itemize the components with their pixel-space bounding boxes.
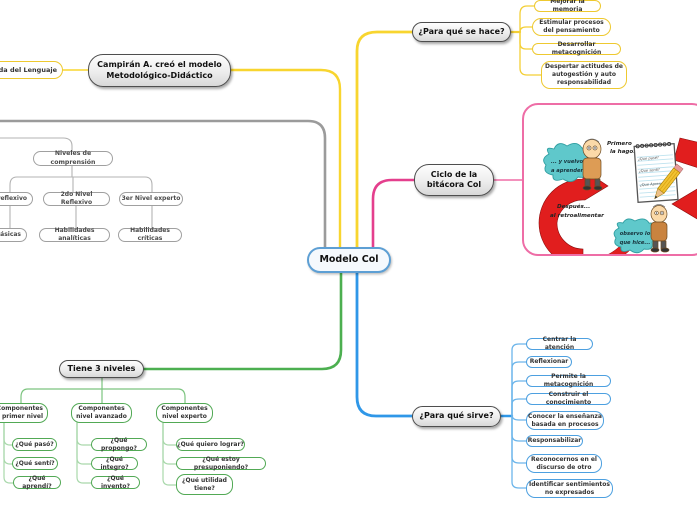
trunk-ciclo: [371, 178, 416, 251]
red-arrow-left: [538, 167, 609, 254]
svg-text:a aprender: a aprender: [550, 168, 583, 174]
svg-text:que hice...: que hice...: [619, 240, 650, 246]
trunk-hace: [355, 30, 414, 251]
speech-bubble-observe: observo lo que hice...: [613, 218, 657, 253]
node-para-que-se-hace[interactable]: ¿Para qué se hace?: [412, 22, 511, 42]
node-creator[interactable]: Campirán A. creó el modelo Metodológico-…: [88, 54, 231, 87]
node-sirve-child[interactable]: Conocer la enseñanza basada en procesos: [526, 411, 604, 430]
node-hace-child[interactable]: Despertar actitudes de autogestión y aut…: [541, 61, 627, 89]
node-sirve-child[interactable]: Reflexionar: [526, 356, 572, 368]
pencil: [653, 163, 683, 200]
node-componentes-nivel-experto[interactable]: Componentes nivel experto: [156, 403, 213, 423]
svg-text:¿Que Aprendí?: ¿Que Aprendí?: [639, 181, 666, 187]
bitacora-cycle-illustration: ... y vuelvo a aprender Primero la hago.…: [538, 137, 697, 254]
node-para-que-sirve[interactable]: ¿Para qué sirve?: [412, 406, 501, 427]
question-elbows: [3, 422, 177, 486]
trunk-tiene: [142, 269, 343, 371]
node-creator-child-lenguaje[interactable]: denada del Lenguaje: [0, 61, 63, 79]
node-sirve-child[interactable]: Permite la metacognición: [526, 373, 611, 388]
node-hace-child[interactable]: Estimular procesos del pensamiento: [532, 18, 611, 36]
red-arrow-top: [673, 137, 697, 168]
node-question[interactable]: ¿Qué pasó?: [12, 438, 57, 451]
svg-text:¿Que sentí?: ¿Que sentí?: [638, 168, 659, 173]
node-componentes-nivel-avanzado[interactable]: Componentes nivel avanzado: [71, 403, 132, 423]
levels-tree-lines: [0, 137, 153, 229]
node-sirve-child[interactable]: Responsabilizar: [526, 435, 583, 447]
node-componentes-primer-nivel[interactable]: Componentes primer nivel: [0, 403, 48, 423]
node-sirve-child[interactable]: Reconocernos en el discurso de otro: [526, 454, 602, 473]
node-ciclo-image[interactable]: ... y vuelvo a aprender Primero la hago.…: [522, 103, 697, 256]
node-question[interactable]: ¿Qué propongo?: [91, 437, 147, 452]
node-sirve-child[interactable]: Construir el conocimiento: [526, 391, 611, 406]
node-habilidades-criticas[interactable]: Habilidades críticas: [118, 227, 182, 242]
speech-bubble-return: ... y vuelvo a aprender: [542, 142, 591, 182]
svg-text:la hago....: la hago....: [610, 149, 642, 155]
node-hace-child[interactable]: Desarrollar metacognición: [532, 41, 621, 56]
node-niveles-comprension[interactable]: Niveles de comprensión: [33, 150, 113, 166]
tiene-bracket: [20, 377, 186, 404]
node-nivel-2[interactable]: 2do Nivel Reflexivo: [43, 191, 110, 206]
sirve-bracket: [511, 343, 527, 489]
trunk-sirve: [355, 269, 414, 418]
trunk-gray: [0, 119, 327, 251]
node-habilidades-analiticas[interactable]: Habilidades analíticas: [39, 227, 110, 242]
node-question[interactable]: ¿Qué invento?: [91, 475, 140, 490]
node-question[interactable]: ¿Qué estoy presuponiendo?: [176, 456, 266, 471]
node-sirve-child[interactable]: Centrar la atención: [526, 336, 593, 351]
node-sirve-child[interactable]: Identificar sentimientos no expresados: [526, 479, 613, 498]
svg-text:... y vuelvo: ... y vuelvo: [550, 159, 583, 165]
node-habilidades-basicas[interactable]: básicas: [0, 228, 27, 242]
node-question[interactable]: ¿Qué utilidad tiene?: [176, 474, 233, 495]
node-question[interactable]: ¿Qué quiero lograr?: [176, 438, 245, 451]
hace-bracket: [519, 5, 542, 76]
node-question[interactable]: ¿Qué integro?: [91, 456, 138, 471]
node-ciclo-bitacora[interactable]: Ciclo de la bitácora Col: [414, 164, 494, 196]
svg-text:¿Que pasé?: ¿Que pasé?: [637, 156, 658, 161]
node-hace-child[interactable]: Mejorar la memoria: [534, 0, 601, 13]
svg-text:observo lo: observo lo: [619, 231, 650, 237]
center-node-modelo-col[interactable]: Modelo Col: [307, 247, 391, 273]
node-question[interactable]: ¿Qué aprendí?: [13, 475, 61, 490]
node-nivel-1[interactable]: -reflexivo: [0, 192, 33, 206]
svg-text:al retroalimentar: al retroalimentar: [550, 213, 605, 219]
label-primero: Primero: [607, 141, 632, 147]
trunk-creator: [229, 68, 342, 251]
cartoon-character-1: [582, 138, 602, 191]
label-despues: Después...: [557, 203, 590, 210]
node-question[interactable]: ¿Qué sentí?: [12, 457, 58, 470]
node-tiene-3-niveles[interactable]: Tiene 3 niveles: [59, 360, 144, 378]
cartoon-character-2: [650, 203, 669, 253]
red-arrow-right: [670, 188, 697, 220]
node-nivel-3[interactable]: 3er Nivel experto: [119, 192, 183, 206]
